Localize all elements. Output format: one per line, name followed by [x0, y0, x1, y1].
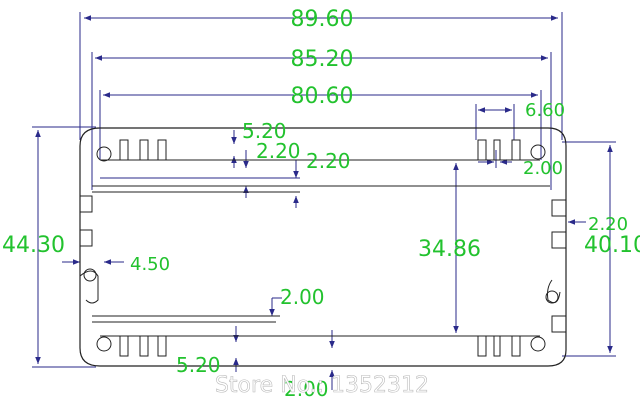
dim-slot-small: 2.00 — [523, 158, 563, 179]
dim-fin-pitch-bottom: 5.20 — [176, 353, 221, 377]
dim-right-height: 40.10 — [584, 233, 640, 258]
dim-fin-depth-a: 2.20 — [256, 139, 301, 163]
enclosure-profile — [79, 127, 567, 367]
dim-rail-gap: 2.00 — [280, 285, 325, 309]
dim-fin-pitch-top: 5.20 — [242, 119, 287, 143]
dim-outer-width: 85.20 — [291, 47, 354, 72]
dim-bottom-wall: 2.00 — [284, 377, 329, 401]
dim-right-groove: 2.20 — [588, 214, 628, 235]
dim-overall-width: 89.60 — [291, 7, 354, 32]
dimension-labels: 89.60 85.20 80.60 6.60 2.00 5.20 2.20 2.… — [2, 7, 640, 401]
dim-slot-width: 6.60 — [525, 100, 565, 121]
dim-left-groove: 4.50 — [130, 254, 170, 275]
dim-fin-depth-b: 2.20 — [306, 149, 351, 173]
store-watermark: Store No.: 1352312 — [215, 373, 429, 398]
dim-overall-height: 44.30 — [2, 233, 65, 258]
dim-inner-height: 34.86 — [418, 237, 481, 262]
dim-inner-width: 80.60 — [291, 84, 354, 109]
